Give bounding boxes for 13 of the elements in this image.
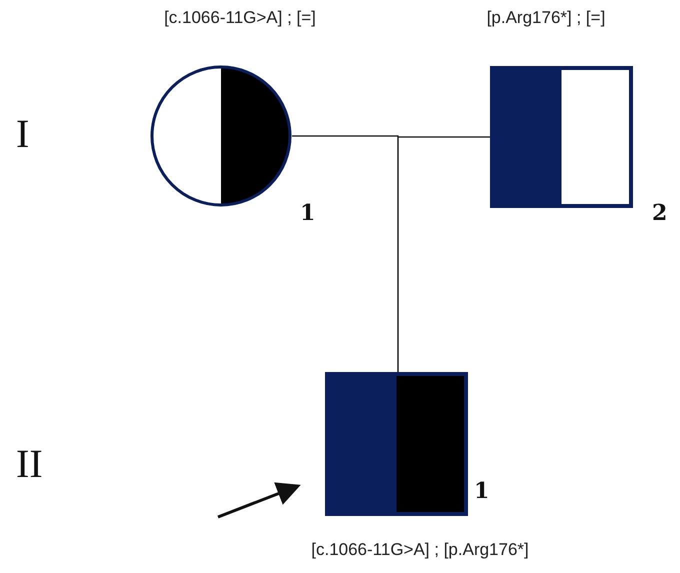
genotype-label: [c.1066-11G>A] ; [=] [164,8,316,28]
half-filled-square [490,66,633,208]
generation-numeral: II [16,440,43,487]
generation-numeral: I [16,110,30,157]
individual-number: 1 [474,478,490,504]
individual-number: 1 [300,200,316,226]
pedigree-line [397,136,490,372]
half-filled-square [325,372,468,516]
proband-arrow [217,482,301,518]
genotype-label: [c.1066-11G>A] ; [p.Arg176*] [311,540,529,560]
half-filled-circle [150,65,292,207]
individual-number: 2 [652,200,668,226]
genotype-label: [p.Arg176*] ; [=] [486,8,606,28]
